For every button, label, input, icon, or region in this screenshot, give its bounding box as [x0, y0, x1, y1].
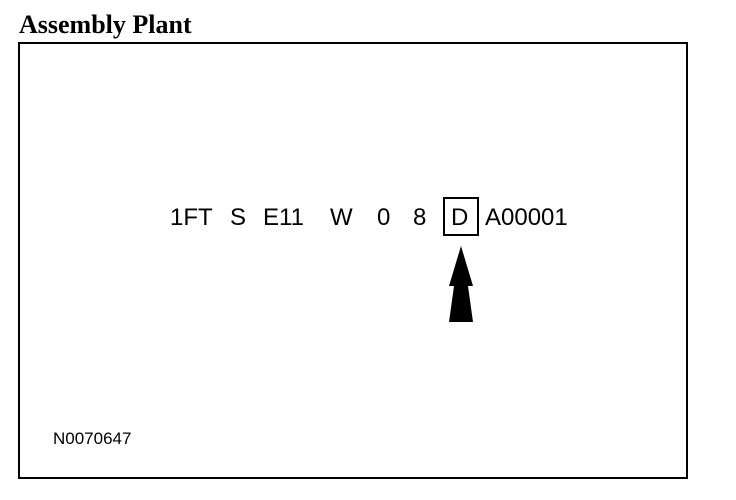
figure-id: N0070647 — [53, 429, 132, 448]
vin-segment-line-series-body: E11 — [263, 204, 304, 231]
vin-segment-restraint: S — [230, 204, 247, 231]
diagram-title: Assembly Plant — [19, 10, 192, 39]
vin-segment-wmi: 1FT — [170, 204, 213, 231]
highlight-box — [443, 197, 479, 236]
vin-segment-check-digit: 0 — [377, 204, 391, 231]
vin-segment-assembly-plant: D — [451, 204, 469, 231]
vin-segment-engine: W — [330, 204, 353, 231]
vin-segment-serial-number: A00001 — [485, 204, 568, 231]
vin-segment-model-year: 8 — [413, 204, 427, 231]
pointer-arrow-icon — [449, 246, 473, 322]
diagram-frame — [18, 42, 688, 479]
